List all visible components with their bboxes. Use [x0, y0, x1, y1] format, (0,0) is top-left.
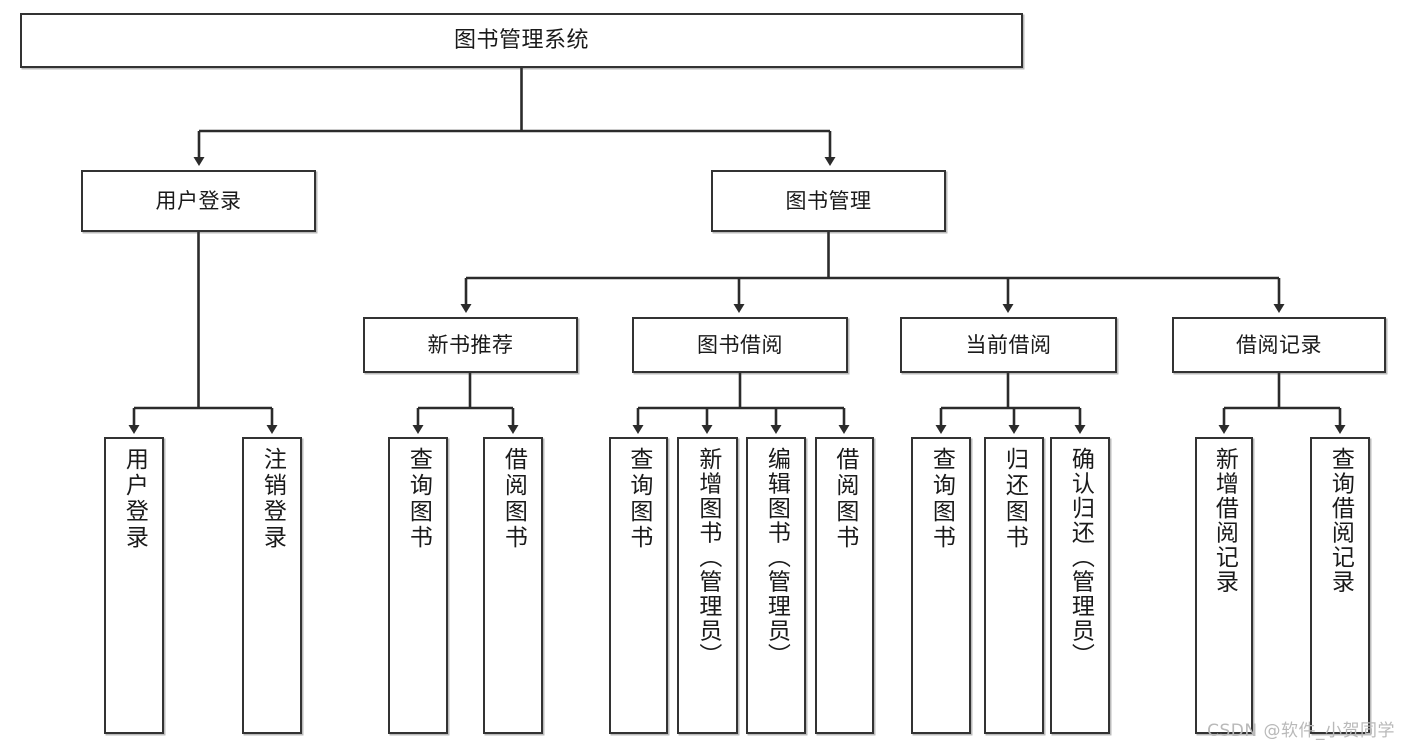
node-root[interactable]: 图书管理系统 [20, 13, 1023, 68]
leaf-borrow-book[interactable]: 借阅图书 [815, 437, 874, 734]
node-label: 借阅记录 [1236, 332, 1322, 357]
node-label: 新增借阅记录 [1211, 447, 1238, 594]
node-label: 查询图书 [405, 447, 432, 551]
node-label: 用户登录 [121, 447, 148, 551]
node-label: 借阅图书 [831, 447, 858, 551]
node-label: 归还图书 [1001, 447, 1028, 551]
leaf-add-borrow-record[interactable]: 新增借阅记录 [1195, 437, 1253, 734]
node-label: 图书管理 [785, 188, 872, 213]
leaf-query-book-current[interactable]: 查询图书 [911, 437, 971, 734]
node-user-login[interactable]: 用户登录 [81, 170, 316, 232]
node-label: 图书借阅 [697, 332, 783, 357]
node-label: 确认归还（管理员） [1067, 447, 1094, 668]
leaf-user-login[interactable]: 用户登录 [104, 437, 164, 734]
leaf-add-book-admin[interactable]: 新增图书（管理员） [677, 437, 738, 734]
leaf-query-book-borrow[interactable]: 查询图书 [609, 437, 668, 734]
node-label: 当前借阅 [965, 332, 1052, 357]
leaf-confirm-return-admin[interactable]: 确认归还（管理员） [1050, 437, 1110, 734]
node-label: 新书推荐 [427, 332, 514, 357]
leaf-query-borrow-record[interactable]: 查询借阅记录 [1310, 437, 1370, 734]
node-book-borrow[interactable]: 图书借阅 [632, 317, 848, 373]
node-new-book-recommend[interactable]: 新书推荐 [363, 317, 578, 373]
node-label: 借阅图书 [500, 447, 527, 551]
node-current-borrow[interactable]: 当前借阅 [900, 317, 1117, 373]
node-label: 查询图书 [928, 447, 955, 551]
leaf-edit-book-admin[interactable]: 编辑图书（管理员） [746, 437, 806, 734]
node-label: 查询借阅记录 [1327, 447, 1354, 594]
node-label: 注销登录 [259, 447, 286, 551]
node-label: 图书管理系统 [453, 27, 589, 53]
node-label: 用户登录 [155, 188, 242, 213]
node-label: 新增图书（管理员） [694, 447, 721, 668]
leaf-query-book-recommend[interactable]: 查询图书 [388, 437, 448, 734]
leaf-borrow-book-recommend[interactable]: 借阅图书 [483, 437, 543, 734]
watermark: CSDN @软件_小贺同学 [1207, 721, 1395, 741]
node-label: 查询图书 [625, 447, 652, 551]
node-borrow-record[interactable]: 借阅记录 [1172, 317, 1386, 373]
leaf-logout[interactable]: 注销登录 [242, 437, 302, 734]
leaf-return-book[interactable]: 归还图书 [984, 437, 1044, 734]
node-label: 编辑图书（管理员） [763, 447, 790, 668]
node-book-management[interactable]: 图书管理 [711, 170, 946, 232]
